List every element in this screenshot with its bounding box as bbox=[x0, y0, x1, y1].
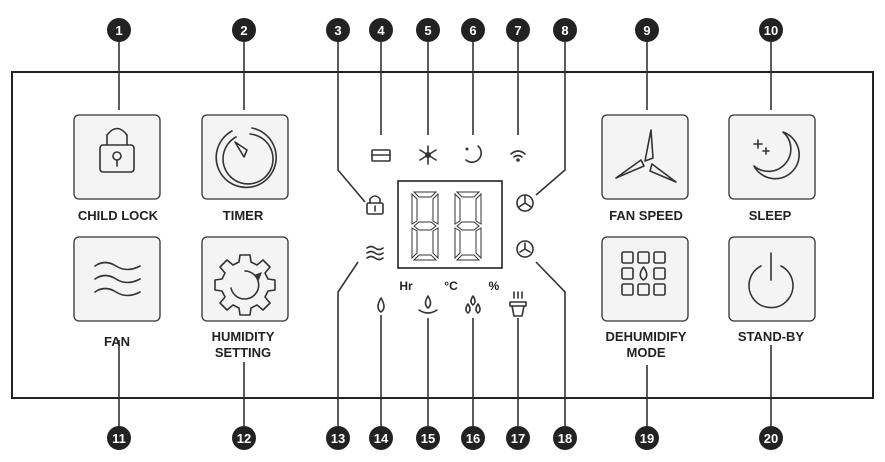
svg-text:10: 10 bbox=[764, 23, 778, 38]
digit-left bbox=[411, 191, 439, 261]
callout-7: 7 bbox=[506, 18, 530, 42]
dryer-icon bbox=[509, 291, 527, 317]
standby-button[interactable] bbox=[728, 236, 816, 322]
callout-9: 9 bbox=[635, 18, 659, 42]
svg-text:20: 20 bbox=[764, 431, 778, 446]
svg-text:6: 6 bbox=[469, 23, 476, 38]
snowflake-icon bbox=[419, 145, 437, 165]
padlock-icon bbox=[99, 127, 135, 173]
dehumidify-mode-label-line2: MODE bbox=[627, 345, 666, 360]
svg-text:3: 3 bbox=[334, 23, 341, 38]
callout-13: 13 bbox=[326, 426, 350, 450]
fan-label: FAN bbox=[104, 334, 130, 349]
bucket-full-icon bbox=[371, 149, 391, 162]
svg-text:9: 9 bbox=[643, 23, 650, 38]
child-lock-button[interactable] bbox=[73, 114, 161, 200]
callout-3: 3 bbox=[326, 18, 350, 42]
digital-display bbox=[397, 180, 503, 269]
fan-speed-button[interactable] bbox=[601, 114, 689, 200]
grid-drop-icon bbox=[621, 251, 666, 296]
callout-20: 20 bbox=[759, 426, 783, 450]
drops-icon bbox=[465, 295, 481, 314]
callout-6: 6 bbox=[461, 18, 485, 42]
callout-12: 12 bbox=[232, 426, 256, 450]
sleep-button[interactable] bbox=[728, 114, 816, 200]
dehumidify-mode-label-line1: DEHUMIDIFY bbox=[606, 329, 687, 344]
timer-button[interactable] bbox=[201, 114, 289, 200]
leader-lines bbox=[118, 42, 772, 426]
power-icon bbox=[748, 252, 794, 309]
svg-text:15: 15 bbox=[421, 431, 435, 446]
svg-text:11: 11 bbox=[112, 431, 126, 446]
callout-17: 17 bbox=[506, 426, 530, 450]
callout-16: 16 bbox=[461, 426, 485, 450]
timer-icon bbox=[215, 127, 277, 189]
svg-text:17: 17 bbox=[511, 431, 525, 446]
callout-19: 19 bbox=[635, 426, 659, 450]
svg-text:7: 7 bbox=[514, 23, 521, 38]
svg-text:16: 16 bbox=[466, 431, 480, 446]
water-drop-icon bbox=[377, 297, 385, 313]
night-mode-icon bbox=[465, 145, 482, 163]
wifi-icon bbox=[510, 150, 526, 162]
child-lock-label: CHILD LOCK bbox=[78, 208, 159, 223]
callout-8: 8 bbox=[553, 18, 577, 42]
svg-text:12: 12 bbox=[237, 431, 251, 446]
humidity-setting-button[interactable] bbox=[201, 236, 289, 322]
callout-15: 15 bbox=[416, 426, 440, 450]
svg-text:5: 5 bbox=[424, 23, 431, 38]
fan-button[interactable] bbox=[73, 236, 161, 322]
svg-text:18: 18 bbox=[558, 431, 572, 446]
callout-2: 2 bbox=[232, 18, 256, 42]
wind-icon bbox=[94, 261, 141, 297]
continuous-drain-icon bbox=[418, 295, 438, 314]
callout-5: 5 bbox=[416, 18, 440, 42]
digit-right bbox=[454, 191, 482, 261]
low-speed-icon bbox=[516, 240, 534, 258]
svg-text:19: 19 bbox=[640, 431, 654, 446]
fan-indicator-icon bbox=[366, 245, 384, 261]
humidity-setting-label-line1: HUMIDITY bbox=[212, 329, 275, 344]
panel-frame bbox=[11, 71, 874, 399]
lock-indicator-icon bbox=[366, 195, 384, 215]
fan-blade-icon bbox=[615, 129, 677, 183]
gear-icon bbox=[214, 254, 276, 316]
svg-text:13: 13 bbox=[331, 431, 345, 446]
svg-text:1: 1 bbox=[115, 23, 122, 38]
callout-10: 10 bbox=[759, 18, 783, 42]
hours-unit: Hr bbox=[399, 279, 413, 293]
svg-text:2: 2 bbox=[240, 23, 247, 38]
timer-label: TIMER bbox=[223, 208, 264, 223]
fan-speed-label: FAN SPEED bbox=[609, 208, 683, 223]
standby-label: STAND-BY bbox=[738, 329, 805, 344]
callout-4: 4 bbox=[369, 18, 393, 42]
moon-icon bbox=[753, 131, 800, 180]
callout-11: 11 bbox=[107, 426, 131, 450]
dehumidify-mode-button[interactable] bbox=[601, 236, 689, 322]
callout-1: 1 bbox=[107, 18, 131, 42]
svg-text:8: 8 bbox=[561, 23, 568, 38]
svg-text:14: 14 bbox=[374, 431, 389, 446]
humidity-setting-label-line2: SETTING bbox=[215, 345, 271, 360]
callout-18: 18 bbox=[553, 426, 577, 450]
high-speed-icon bbox=[516, 194, 534, 212]
sleep-label: SLEEP bbox=[749, 208, 792, 223]
percent-unit: % bbox=[489, 279, 500, 293]
svg-text:4: 4 bbox=[377, 23, 385, 38]
celsius-unit: °C bbox=[444, 279, 458, 293]
callout-14: 14 bbox=[369, 426, 393, 450]
